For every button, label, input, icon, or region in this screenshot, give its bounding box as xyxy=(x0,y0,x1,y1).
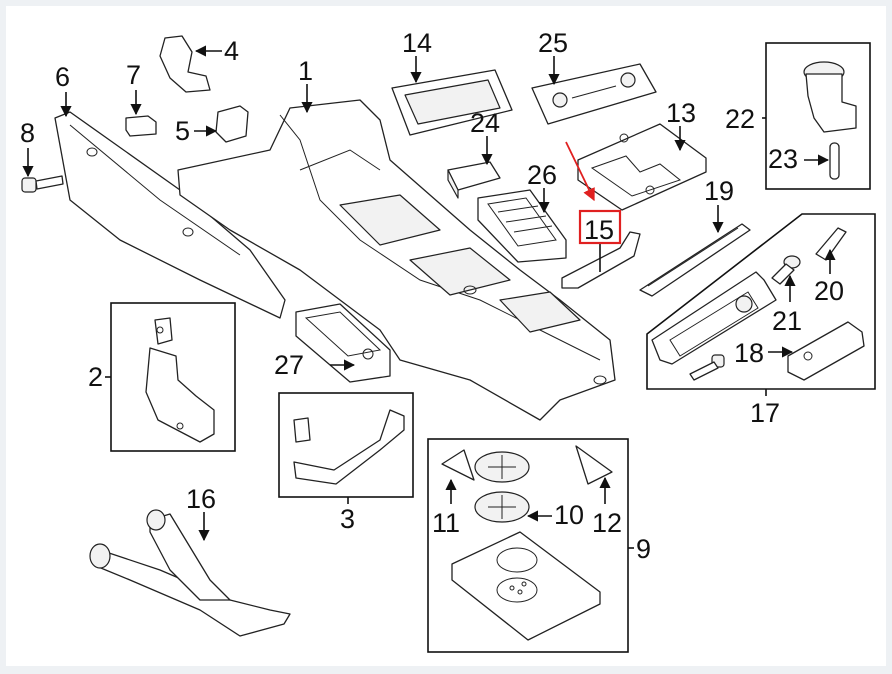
box-part-22 xyxy=(765,42,871,190)
part-2-bracket[interactable] xyxy=(145,317,215,443)
box-part-9 xyxy=(427,438,629,653)
part-11-mat[interactable] xyxy=(441,449,475,481)
part-17-screw[interactable] xyxy=(689,354,725,381)
callout-4[interactable]: 4 xyxy=(224,36,239,66)
part-7-retainer[interactable] xyxy=(125,115,157,137)
box-part-17 xyxy=(646,213,876,390)
part-18-bracket[interactable] xyxy=(787,321,865,381)
part-26-switch-panel[interactable] xyxy=(477,189,567,263)
callout-3[interactable]: 3 xyxy=(340,504,355,534)
callout-16[interactable]: 16 xyxy=(186,484,216,514)
callout-21[interactable]: 21 xyxy=(772,306,802,336)
callout-25[interactable]: 25 xyxy=(538,28,568,58)
callout-13[interactable]: 13 xyxy=(666,98,696,128)
part-8-screw[interactable] xyxy=(21,175,64,193)
part-3-bracket-assembly[interactable] xyxy=(293,409,405,485)
leader-lines xyxy=(22,45,836,549)
part-23-pin[interactable] xyxy=(829,142,840,180)
part-25-climate-control[interactable] xyxy=(531,63,657,125)
callout-15[interactable]: 15 xyxy=(584,215,614,245)
callout-labels: 6 8 7 4 5 1 14 25 24 26 13 22 23 19 15 2… xyxy=(20,28,844,564)
callout-12[interactable]: 12 xyxy=(592,508,622,538)
callout-6[interactable]: 6 xyxy=(55,62,70,92)
box-part-3 xyxy=(278,392,414,498)
callout-5[interactable]: 5 xyxy=(175,116,190,146)
callout-10[interactable]: 10 xyxy=(554,500,584,530)
part-27-switch-panel[interactable] xyxy=(295,303,391,383)
callout-26[interactable]: 26 xyxy=(527,160,557,190)
callout-27[interactable]: 27 xyxy=(274,350,304,380)
part-9-cup-holder[interactable] xyxy=(451,531,601,641)
part-6-side-panel[interactable] xyxy=(54,111,286,319)
callout-1[interactable]: 1 xyxy=(298,56,313,86)
part-20-bulb-socket[interactable] xyxy=(815,227,847,261)
callout-17[interactable]: 17 xyxy=(750,398,780,428)
callout-23[interactable]: 23 xyxy=(768,144,798,174)
callout-14[interactable]: 14 xyxy=(402,28,432,58)
part-24-switch[interactable] xyxy=(447,161,501,199)
callout-20[interactable]: 20 xyxy=(814,276,844,306)
callout-11[interactable]: 11 xyxy=(432,508,460,538)
part-5-clip[interactable] xyxy=(215,105,249,143)
diagram-canvas: 6 8 7 4 5 1 14 25 24 26 13 22 23 19 15 2… xyxy=(6,6,886,666)
parts-diagram: 6 8 7 4 5 1 14 25 24 26 13 22 23 19 15 2… xyxy=(20,28,876,653)
part-1-console-housing[interactable] xyxy=(177,99,616,421)
part-13-storage-mat[interactable] xyxy=(577,123,707,211)
callout-18[interactable]: 18 xyxy=(734,338,764,368)
part-21-bulb-socket[interactable] xyxy=(771,255,801,285)
callout-22[interactable]: 22 xyxy=(725,104,755,134)
callout-8[interactable]: 8 xyxy=(20,118,35,148)
part-12-mat[interactable] xyxy=(575,445,613,485)
callout-15-highlight xyxy=(578,209,622,245)
part-4-clip[interactable] xyxy=(159,35,211,93)
part-16-air-duct[interactable] xyxy=(89,509,291,637)
part-22-power-outlet[interactable] xyxy=(803,61,857,133)
part-15-trim-strip[interactable] xyxy=(561,231,641,289)
part-14-trim-bezel[interactable] xyxy=(391,69,513,136)
callout-24[interactable]: 24 xyxy=(470,108,500,138)
part-10-mat[interactable] xyxy=(474,451,530,523)
callout-19[interactable]: 19 xyxy=(704,176,734,206)
callout-9[interactable]: 9 xyxy=(636,534,651,564)
part-17-shifter-bezel[interactable] xyxy=(651,271,777,365)
callout-2[interactable]: 2 xyxy=(88,362,103,392)
callout-7[interactable]: 7 xyxy=(126,60,141,90)
part-19-trim-panel[interactable] xyxy=(639,223,751,297)
